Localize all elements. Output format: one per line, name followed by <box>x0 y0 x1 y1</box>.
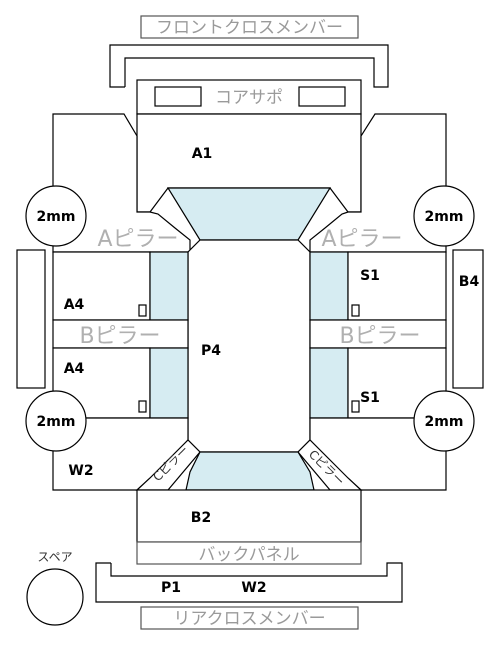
rear-bumper-code-p1: P1 <box>161 580 181 596</box>
left-rear-quarter-code: W2 <box>68 463 93 479</box>
rear-left-wheel-label: 2mm <box>37 414 76 430</box>
right-rear-door-handle[interactable] <box>351 400 360 413</box>
right-rocker-panel[interactable] <box>452 249 484 389</box>
right-rocker-code: B4 <box>459 274 480 290</box>
a-pillar-left-label: Aピラー <box>97 227 178 252</box>
hood-code: A1 <box>192 146 213 162</box>
rear-window[interactable] <box>185 451 315 491</box>
back-panel-label: バックパネル <box>198 545 299 565</box>
spare-tire-label: スペア <box>37 550 72 564</box>
left-rocker-panel[interactable] <box>16 249 46 389</box>
rear-left-wheel[interactable] <box>25 390 87 452</box>
spare-tire[interactable] <box>26 568 84 626</box>
front-right-wheel-label: 2mm <box>425 209 464 225</box>
a-pillar-right-label: Aピラー <box>321 227 402 252</box>
front-right-wheel[interactable] <box>413 185 475 247</box>
b-pillar-right[interactable] <box>309 319 447 349</box>
left-rear-door-handle[interactable] <box>138 400 147 413</box>
front-cross-member-box[interactable] <box>140 15 359 39</box>
rear-cross-member-box[interactable] <box>140 606 359 630</box>
rear-right-wheel-label: 2mm <box>425 414 464 430</box>
rear-bumper-bracket[interactable] <box>95 562 403 603</box>
right-front-door[interactable] <box>347 251 447 321</box>
roof-code: P4 <box>201 343 221 359</box>
left-front-window[interactable] <box>149 251 189 321</box>
right-rear-window[interactable] <box>309 347 349 419</box>
front-cross-member-label: フロントクロスメンバー <box>156 18 343 38</box>
front-left-wheel-label: 2mm <box>37 209 76 225</box>
trunk-code: B2 <box>191 510 211 526</box>
b-pillar-right-label: Bピラー <box>339 324 420 349</box>
left-front-door-handle[interactable] <box>138 304 147 317</box>
front-bumper-bracket[interactable] <box>109 44 389 88</box>
front-left-wheel[interactable] <box>25 185 87 247</box>
left-headlight[interactable] <box>154 86 202 107</box>
left-front-door-code: A4 <box>64 297 85 313</box>
right-front-door-code: S1 <box>360 268 380 284</box>
right-front-window[interactable] <box>309 251 349 321</box>
left-rear-window[interactable] <box>149 347 189 419</box>
core-support-label: コアサポ <box>215 88 283 108</box>
right-headlight[interactable] <box>298 86 346 107</box>
b-pillar-left-label: Bピラー <box>79 324 160 349</box>
rear-bumper-code-w2: W2 <box>241 580 266 596</box>
windshield[interactable] <box>166 187 332 241</box>
rear-right-wheel[interactable] <box>413 390 475 452</box>
rear-cross-member-label: リアクロスメンバー <box>173 609 325 629</box>
right-front-door-handle[interactable] <box>351 304 360 317</box>
left-rear-door-code: A4 <box>64 361 85 377</box>
right-rear-door-code: S1 <box>360 390 380 406</box>
c-pillar-right[interactable] <box>297 439 363 491</box>
trunk-lid[interactable] <box>136 489 362 543</box>
back-panel-box[interactable] <box>136 541 362 565</box>
b-pillar-left[interactable] <box>52 319 189 349</box>
